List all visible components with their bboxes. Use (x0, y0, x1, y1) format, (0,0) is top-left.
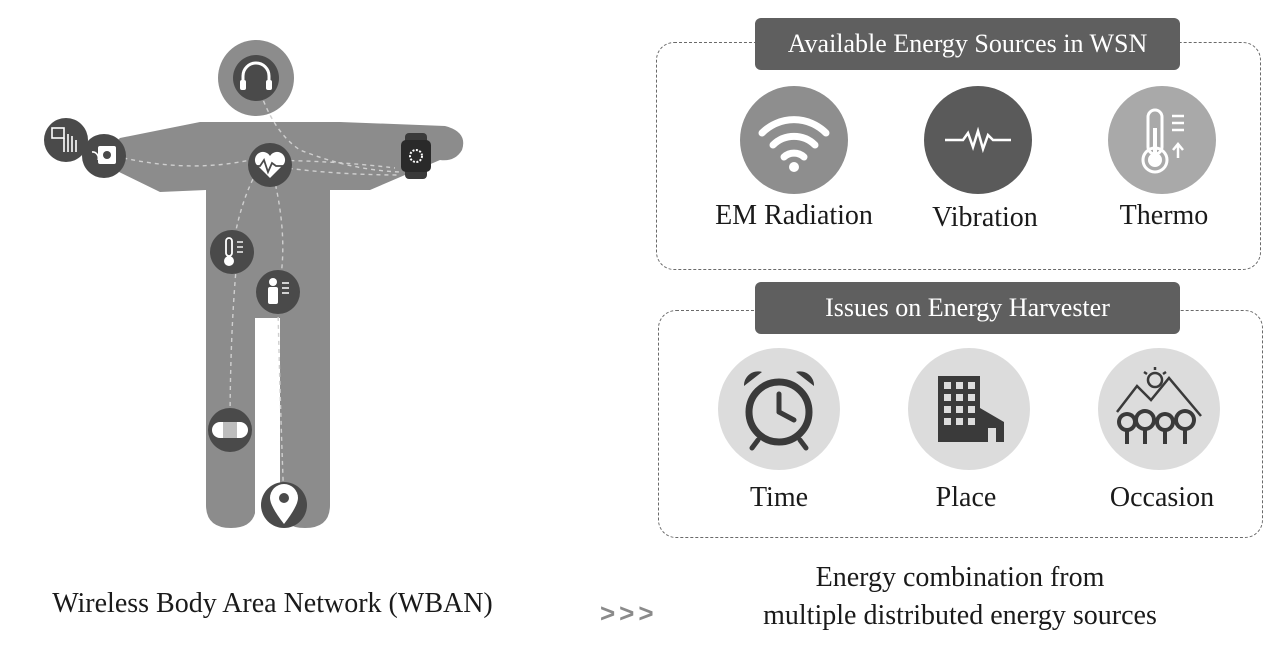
vibration-wave-icon (945, 126, 1011, 154)
headphones-icon (233, 55, 279, 101)
wban-caption: Wireless Body Area Network (WBAN) (52, 588, 493, 619)
thermo-label: Thermo (1119, 200, 1209, 231)
em-radiation-circle (740, 86, 848, 194)
vibration-circle (924, 86, 1032, 194)
alarm-clock-icon (743, 371, 815, 451)
landscape-icon (1116, 367, 1202, 444)
place-circle (908, 348, 1030, 470)
place-label: Place (935, 482, 997, 513)
vibration-label: Vibration (932, 202, 1038, 233)
bandage-icon (208, 408, 252, 452)
em-radiation-label: EM Radiation (715, 200, 873, 231)
occasion-circle (1098, 348, 1220, 470)
arrows-separator: >>> (600, 598, 658, 628)
thermometer-icon (1141, 108, 1184, 174)
smartwatch-icon (401, 133, 431, 179)
combination-line-2: multiple distributed energy sources (763, 600, 1157, 631)
time-label: Time (749, 482, 809, 513)
issues-title: Issues on Energy Harvester (755, 282, 1180, 334)
building-icon (938, 376, 1004, 442)
energy-sources-title: Available Energy Sources in WSN (755, 18, 1180, 70)
location-pin-icon (261, 482, 307, 528)
time-circle (718, 348, 840, 470)
thermometer-icon (210, 230, 254, 274)
combination-line-1: Energy combination from (815, 562, 1105, 593)
thermo-circle (1108, 86, 1216, 194)
person-gauge-icon (256, 270, 300, 314)
wifi-icon (758, 116, 830, 172)
occasion-label: Occasion (1109, 482, 1215, 513)
hand-sensor-icon (44, 118, 88, 162)
camera-sensor-icon (82, 134, 126, 178)
heart-rate-icon (248, 143, 292, 187)
wban-body-figure (44, 40, 464, 528)
